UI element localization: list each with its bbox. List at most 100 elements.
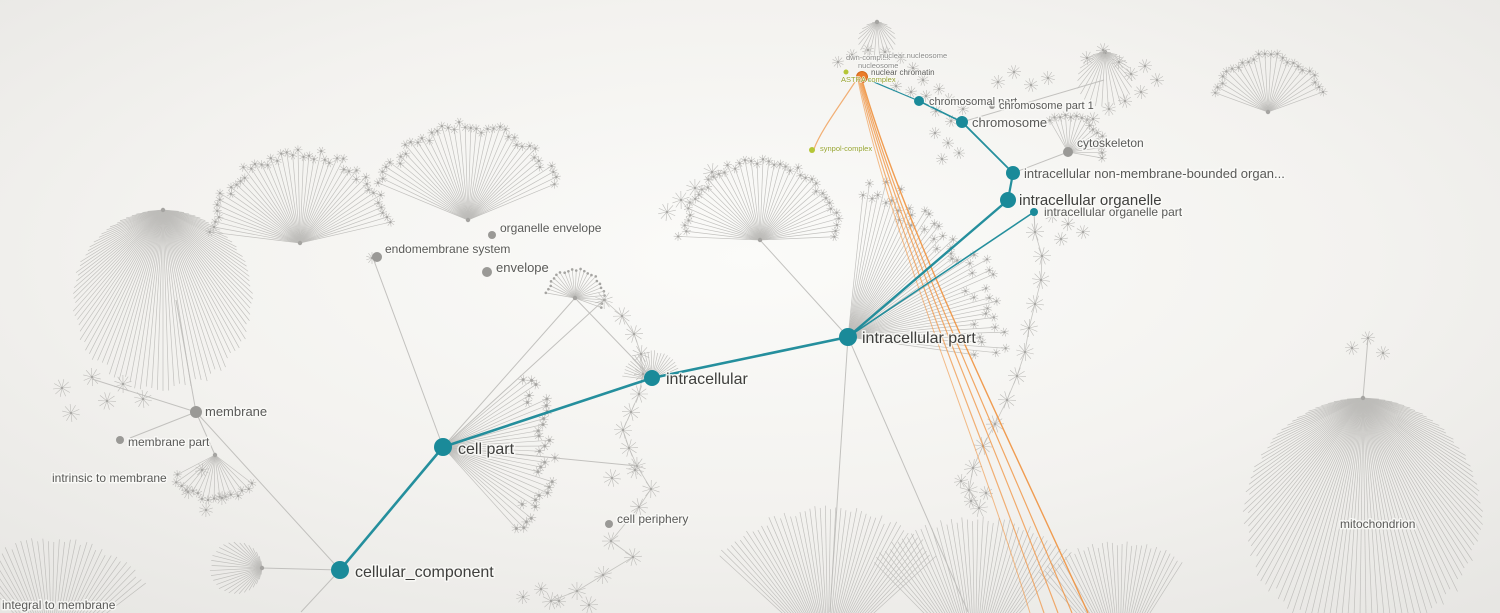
selected-edge <box>847 211 1035 338</box>
mini-node-icon <box>881 198 891 208</box>
mini-node-icon <box>385 217 395 227</box>
mini-node-icon <box>969 320 979 329</box>
mini-node-icon <box>978 486 994 500</box>
mini-node-icon <box>212 200 222 210</box>
mini-node-icon <box>1000 327 1009 337</box>
mini-node-icon <box>534 582 548 596</box>
floating-label: mitochondrion <box>1340 517 1415 531</box>
mini-node-icon <box>1080 51 1094 65</box>
mini-node-icon <box>537 419 549 430</box>
mini-node-icon <box>316 146 326 156</box>
membrane_part-label: membrane part <box>128 435 210 449</box>
chromosome-node[interactable] <box>956 116 968 128</box>
cytoskeleton-node[interactable] <box>1063 147 1073 157</box>
membrane_part-node[interactable] <box>116 436 124 444</box>
membrane-node[interactable] <box>190 406 202 418</box>
accent-node[interactable] <box>809 147 815 153</box>
organelle_envelope-node[interactable] <box>488 231 496 239</box>
membrane-label: membrane <box>205 404 267 419</box>
mini-node-icon <box>501 124 510 134</box>
mini-node-icon <box>965 258 975 268</box>
intracellular_part-node[interactable] <box>839 328 857 346</box>
highlight-edge <box>859 79 1059 613</box>
intracellular-node[interactable] <box>644 370 660 386</box>
chromosome_part_1-node[interactable] <box>989 103 995 109</box>
mini-node-icon <box>417 133 427 143</box>
mini-node-icon <box>1016 343 1034 361</box>
envelope-node[interactable] <box>482 267 492 277</box>
mini-node-icon <box>619 439 639 457</box>
nucleosome_hub-node[interactable] <box>856 71 868 83</box>
mini-node-icon <box>983 304 992 313</box>
mini-node-icon <box>535 462 546 473</box>
mini-node-icon <box>990 322 1000 332</box>
mini-node-icon <box>364 185 373 195</box>
mini-node-icon <box>624 325 644 343</box>
mini-node-icon <box>929 234 939 244</box>
cellular_component-label: cellular_component <box>355 564 494 581</box>
mini-node-icon <box>324 158 334 168</box>
mini-node-icon <box>680 220 690 230</box>
cell_periphery-label: cell periphery <box>617 512 688 526</box>
mini-node-icon <box>594 565 612 585</box>
intracellular_organelle_part-node[interactable] <box>1030 208 1038 216</box>
intracellular_organelle-node[interactable] <box>1000 192 1016 208</box>
mini-node-icon <box>997 391 1017 409</box>
mini-node-icon <box>276 149 286 159</box>
mini-node-icon <box>466 123 476 133</box>
mini-node-icon <box>984 265 994 275</box>
mini-node-icon <box>338 154 348 164</box>
mini-node-icon <box>1026 295 1044 313</box>
cell_periphery-node[interactable] <box>605 520 613 528</box>
mini-node-icon <box>489 124 498 133</box>
mini-node-icon <box>672 190 690 210</box>
mini-node-icon <box>351 174 361 184</box>
accent-node[interactable] <box>843 69 849 75</box>
mini-node-icon <box>1260 49 1270 59</box>
mini-node-icon <box>785 166 795 176</box>
gray-edge <box>1012 151 1069 174</box>
floating-label: nuclear nucleosome <box>880 51 947 60</box>
gray-edge <box>195 411 216 456</box>
cellular_component-node[interactable] <box>331 561 349 579</box>
cell_part-node[interactable] <box>434 438 452 456</box>
mini-node-icon <box>376 190 386 200</box>
mini-node-icon <box>97 392 117 410</box>
node-cluster <box>873 516 1072 613</box>
endomembrane_system-node[interactable] <box>372 252 382 262</box>
mini-node-icon <box>1227 64 1237 73</box>
mini-node-icon <box>807 174 817 184</box>
mini-node-icon <box>541 400 552 411</box>
floating-label: dwn-complex <box>846 53 890 62</box>
mini-node-icon <box>1094 138 1104 148</box>
highlight-edge <box>861 79 1089 613</box>
node-cluster <box>440 374 560 534</box>
nmb_organelle-node[interactable] <box>1006 166 1020 180</box>
mini-node-icon <box>947 254 957 264</box>
mini-node-icon <box>530 379 541 390</box>
mini-node-icon <box>1278 53 1288 63</box>
mini-node-icon <box>266 153 276 163</box>
floating-label: integral to membrane <box>2 598 116 612</box>
mini-node-icon <box>961 286 970 296</box>
selected-edge <box>651 335 849 380</box>
mini-node-icon <box>793 163 803 173</box>
floating-label: nucleosome <box>858 61 898 70</box>
mini-node-icon <box>685 210 695 220</box>
chromosome_part_1-label: chromosome part 1 <box>999 100 1094 112</box>
mini-node-icon <box>195 463 209 477</box>
mini-node-icon <box>943 92 955 106</box>
selected-edge <box>961 121 1014 174</box>
chromosomal_part-node[interactable] <box>914 96 924 106</box>
gray-edge <box>1362 337 1369 399</box>
mini-node-icon <box>832 56 844 68</box>
mini-node-icon <box>1293 61 1303 71</box>
mini-node-icon <box>722 160 732 170</box>
mini-node-icon <box>845 49 859 61</box>
gray-edge <box>961 79 1105 123</box>
mini-node-icon <box>1023 78 1039 92</box>
mini-node-icon <box>114 374 132 394</box>
mini-node-icon <box>703 163 721 181</box>
